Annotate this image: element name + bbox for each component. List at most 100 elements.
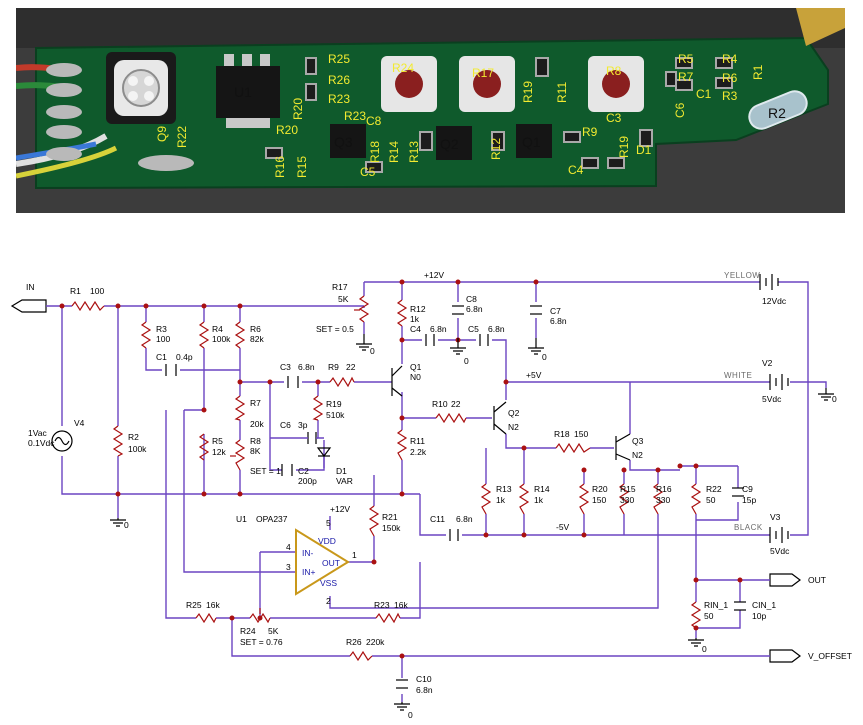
ground-symbols: 0 0 0 0 0 0 0: [110, 334, 837, 720]
port-out[interactable]: OUT: [769, 573, 826, 587]
resistor-r4[interactable]: R4 100k: [198, 321, 231, 349]
silk-label: C1: [696, 87, 712, 101]
port-out-label: OUT: [808, 575, 826, 585]
source-12v[interactable]: 12Vdc: [759, 274, 787, 306]
resistor-r14[interactable]: R14 1k: [518, 483, 550, 515]
c10-label: C10: [416, 674, 432, 684]
r20-label: R20: [592, 484, 608, 494]
transistor-q3[interactable]: Q3 N2: [615, 433, 644, 461]
source-v4[interactable]: V4 1Vac 0.1Vdc: [28, 418, 85, 452]
u1-vdd: VDD: [318, 536, 336, 546]
capacitor-c1[interactable]: C1 0.4p: [156, 352, 193, 376]
pcb-photo: R25 R26 R23 R24 R17 R19 R11 R8 R5 R4 R7 …: [16, 8, 845, 213]
r24-value: 5K: [268, 626, 279, 636]
source-v3[interactable]: V3 5Vdc: [769, 512, 790, 556]
u1-supply: +12V: [330, 504, 350, 514]
capacitor-c8[interactable]: C8 6.8n: [452, 294, 483, 315]
resistor-r11[interactable]: R11 2.2k: [396, 429, 427, 461]
c3-label: C3: [280, 362, 291, 372]
capacitor-c7[interactable]: C7 6.8n: [530, 305, 567, 326]
resistor-r1[interactable]: R1 100: [70, 286, 104, 312]
v3-value: 5Vdc: [770, 546, 790, 556]
u1-out: OUT: [322, 558, 340, 568]
resistor-r5[interactable]: R5 12k: [198, 433, 226, 461]
yellow-source-value: 12Vdc: [762, 296, 787, 306]
capacitor-c5[interactable]: C5 6.8n: [468, 324, 505, 346]
r7-value: 20k: [250, 419, 264, 429]
resistor-r2[interactable]: R2 100k: [112, 425, 147, 457]
resistor-r10[interactable]: R10 22: [432, 399, 467, 424]
resistor-r24[interactable]: R24 5K SET = 0.76: [240, 608, 283, 647]
resistor-r16[interactable]: R16 330: [652, 483, 672, 515]
silk-label: R1: [751, 64, 765, 80]
u1-part: OPA237: [256, 514, 288, 524]
capacitor-cin[interactable]: CIN_1 10p: [734, 600, 776, 621]
resistor-r8[interactable]: R8 8K SET = 1: [230, 436, 281, 476]
resistor-r6[interactable]: R6 82k: [234, 321, 264, 349]
opamp-u1[interactable]: U1 OPA237 VDD IN- IN+ OUT VSS 4 3 1 2 5 …: [236, 504, 357, 606]
schematic: IN OUT V_OFFSET: [0, 230, 863, 725]
v4-ac: 1Vac: [28, 428, 47, 438]
d1-label: D1: [336, 466, 347, 476]
capacitor-c6[interactable]: C6 3p: [270, 420, 318, 444]
resistor-r22[interactable]: R22 50: [690, 483, 722, 515]
q3-part: [330, 124, 366, 158]
silk-labels: R25 R26 R23 R24 R17 R19 R11 R8 R5 R4 R7 …: [155, 52, 786, 179]
silk-label: C3: [606, 111, 622, 125]
resistor-r3[interactable]: R3 100: [140, 321, 170, 349]
r7-label: R7: [250, 398, 261, 408]
r17-label: R17: [332, 282, 348, 292]
v4-label: V4: [74, 418, 85, 428]
resistor-r26[interactable]: R26 220k: [346, 637, 385, 662]
r25-label: R25: [186, 600, 202, 610]
silk-label: R25: [328, 52, 350, 66]
transistor-q2[interactable]: Q2 N2: [493, 401, 520, 435]
r6-value: 82k: [250, 334, 264, 344]
resistor-r23[interactable]: R23 16k: [374, 600, 408, 624]
r8-value: 8K: [250, 446, 261, 456]
transistor-q1[interactable]: Q1 N0: [391, 362, 422, 397]
capacitor-c2[interactable]: C2 200p: [281, 464, 317, 486]
c11-label: C11: [430, 514, 445, 524]
resistor-r17[interactable]: R17 5K SET = 0.5: [316, 282, 370, 334]
net-p5v: +5V: [526, 370, 542, 380]
silk-label: R5: [678, 52, 694, 66]
silk-label: U1: [234, 84, 252, 100]
capacitor-c3[interactable]: C3 6.8n: [280, 362, 315, 388]
capacitor-c4[interactable]: C4 6.8n: [410, 324, 447, 346]
capacitor-c11[interactable]: C11 6.8n: [430, 514, 473, 541]
silk-label: R7: [678, 70, 694, 84]
resistor-r25[interactable]: R25 16k: [186, 600, 220, 624]
capacitor-c9[interactable]: C9 15p: [732, 484, 756, 505]
resistor-r7[interactable]: R7 20k: [234, 395, 264, 429]
resistor-r15[interactable]: R15 330: [618, 483, 636, 515]
resistor-r12[interactable]: R12 1k: [396, 299, 426, 327]
resistor-r21[interactable]: R21 150k: [368, 505, 401, 537]
wire-yellow-label: YELLOW: [724, 271, 760, 280]
r1-value: 100: [90, 286, 104, 296]
capacitor-c10[interactable]: C10 6.8n: [396, 674, 433, 695]
c8-label: C8: [466, 294, 477, 304]
r17-value: 5K: [338, 294, 349, 304]
source-v2[interactable]: V2 5Vdc: [762, 358, 789, 404]
r23-label: R23: [374, 600, 390, 610]
r18-label: R18: [554, 429, 570, 439]
silk-label: C6: [673, 102, 687, 118]
resistor-r19[interactable]: R19 510k: [312, 395, 345, 421]
svg-text:0: 0: [832, 394, 837, 404]
c2-value: 200p: [298, 476, 317, 486]
resistor-r13[interactable]: R13 1k: [480, 483, 512, 515]
port-v-offset[interactable]: V_OFFSET: [769, 649, 852, 663]
u1-inm: IN-: [302, 548, 314, 558]
resistor-rin[interactable]: RIN_1 50: [690, 600, 728, 629]
ground-icon: 0: [818, 388, 837, 404]
diode-d1[interactable]: D1 VAR: [316, 447, 353, 486]
silk-label: Q1: [522, 134, 541, 150]
r16-value: 330: [656, 495, 670, 505]
silk-label: C4: [568, 163, 584, 177]
resistor-r18[interactable]: R18 150: [554, 429, 591, 454]
silk-label: R3: [722, 89, 738, 103]
resistor-r9[interactable]: R9 22: [328, 362, 356, 388]
resistor-r20[interactable]: R20 150: [578, 483, 608, 515]
silk-label: R20: [291, 98, 305, 120]
